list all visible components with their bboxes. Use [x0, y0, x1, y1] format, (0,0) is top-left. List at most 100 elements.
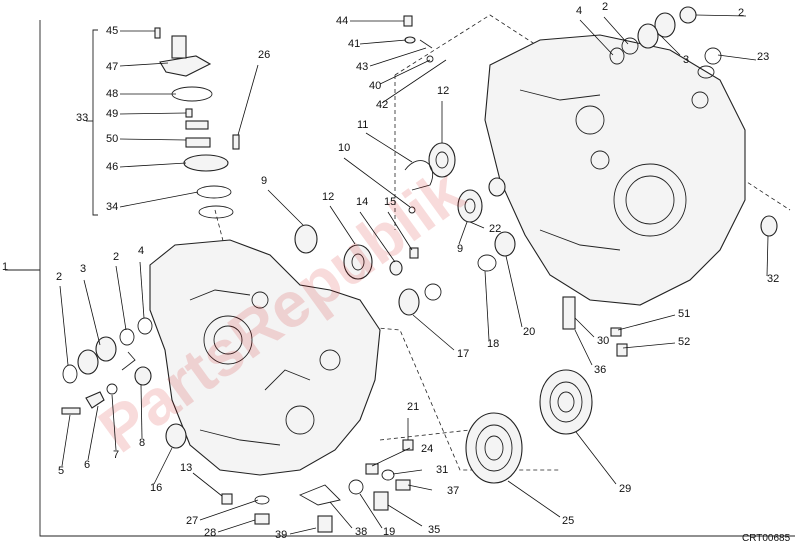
callout-12: 12: [437, 85, 449, 97]
large-bearings: [465, 296, 628, 484]
callout-leader-4: [139, 261, 145, 319]
callout-26: 26: [258, 49, 270, 61]
callout-20: 20: [523, 326, 535, 338]
callout-51: 51: [678, 308, 690, 320]
callout-47: 47: [106, 61, 118, 73]
callout-2: 2: [602, 1, 608, 13]
callout-leader-2: [695, 14, 747, 17]
callout-leader-4: [579, 19, 614, 56]
callout-24: 24: [421, 443, 433, 455]
right-crankcase-half: [484, 34, 746, 306]
callout-leader-2: [59, 285, 69, 366]
callout-16: 16: [150, 482, 162, 494]
callout-1: 1: [2, 261, 8, 273]
callout-leader-31: [392, 469, 423, 475]
callout-leader-39: [289, 527, 317, 535]
callout-leader-11: [365, 132, 413, 163]
callout-14: 14: [356, 196, 368, 208]
callout-25: 25: [562, 515, 574, 527]
callout-31: 31: [436, 464, 448, 476]
callout-3: 3: [80, 263, 86, 275]
callout-leader-50: [119, 138, 187, 141]
callout-leader-19: [359, 493, 383, 529]
diagram-code: CRT00685: [742, 533, 791, 544]
callout-leader-29: [575, 431, 617, 485]
callout-8: 8: [139, 437, 145, 449]
callout-leader-27: [199, 499, 259, 521]
callout-leader-46: [119, 162, 187, 168]
callout-11: 11: [357, 119, 368, 131]
callout-leader-17: [412, 314, 455, 351]
callout-leader-26: [237, 64, 259, 136]
callout-38: 38: [355, 526, 367, 538]
callout-leader-36: [574, 329, 593, 366]
right-top-parts: [609, 6, 778, 237]
callout-37: 37: [447, 485, 459, 497]
left-crankcase-half: [149, 239, 381, 476]
callout-leader-37: [407, 484, 433, 491]
callout-29: 29: [619, 483, 631, 495]
callout-13: 13: [180, 462, 192, 474]
callout-2: 2: [738, 7, 744, 19]
callout-32: 32: [767, 273, 779, 285]
callout-9: 9: [457, 243, 463, 255]
callout-leader-35: [387, 504, 423, 527]
callout-50: 50: [106, 133, 118, 145]
callout-leader-9: [458, 221, 468, 245]
frame: [5, 20, 795, 537]
callout-leader-18: [484, 270, 490, 341]
callout-2: 2: [56, 271, 62, 283]
callout-leader-51: [617, 314, 676, 331]
callout-4: 4: [138, 245, 144, 257]
callout-leader-14: [359, 211, 396, 263]
callout-6: 6: [84, 459, 90, 471]
callout-leader-38: [329, 501, 353, 529]
callout-leader-16: [153, 447, 173, 485]
callout-leader-47: [119, 62, 169, 67]
bearings-and-seals: [294, 142, 516, 316]
callout-49: 49: [106, 108, 118, 120]
callout-42: 42: [376, 99, 388, 111]
bottom-parts: [254, 439, 414, 533]
callout-10: 10: [338, 142, 350, 154]
callout-leader-2: [115, 265, 127, 331]
left-side-parts: [61, 317, 233, 505]
callout-18: 18: [487, 338, 499, 350]
callout-34: 34: [106, 201, 118, 213]
callout-35: 35: [428, 524, 440, 536]
callout-leader-43: [369, 47, 427, 67]
callout-leader-22: [469, 221, 485, 229]
callout-leader-15: [387, 211, 413, 251]
callout-leader-2: [603, 16, 629, 45]
callout-leader-32: [766, 235, 769, 277]
callout-leader-25: [507, 480, 561, 518]
callout-leader-30: [574, 317, 595, 338]
callout-36: 36: [594, 364, 606, 376]
callout-21: 21: [407, 401, 419, 413]
callout-4: 4: [576, 5, 582, 17]
callout-45: 45: [106, 25, 118, 37]
callout-23: 23: [757, 51, 769, 63]
callout-22: 22: [489, 223, 501, 235]
callout-52: 52: [678, 336, 690, 348]
callout-2: 2: [113, 251, 119, 263]
callout-40: 40: [369, 80, 381, 92]
callout-17: 17: [457, 348, 469, 360]
callout-28: 28: [204, 527, 216, 539]
callout-leader-3: [659, 34, 681, 56]
callout-48: 48: [106, 88, 118, 100]
callout-leader-12: [329, 205, 356, 245]
callout-leader-3: [83, 279, 101, 346]
callout-leader-34: [119, 191, 199, 208]
top-small-parts: [403, 15, 434, 63]
callout-15: 15: [384, 196, 396, 208]
callout-30: 30: [597, 335, 609, 347]
callout-leader-9: [267, 189, 304, 226]
callout-leader-7: [111, 394, 117, 451]
callout-7: 7: [113, 449, 119, 461]
callout-19: 19: [383, 526, 395, 538]
callout-44: 44: [336, 15, 348, 27]
callout-leader-23: [717, 54, 757, 61]
